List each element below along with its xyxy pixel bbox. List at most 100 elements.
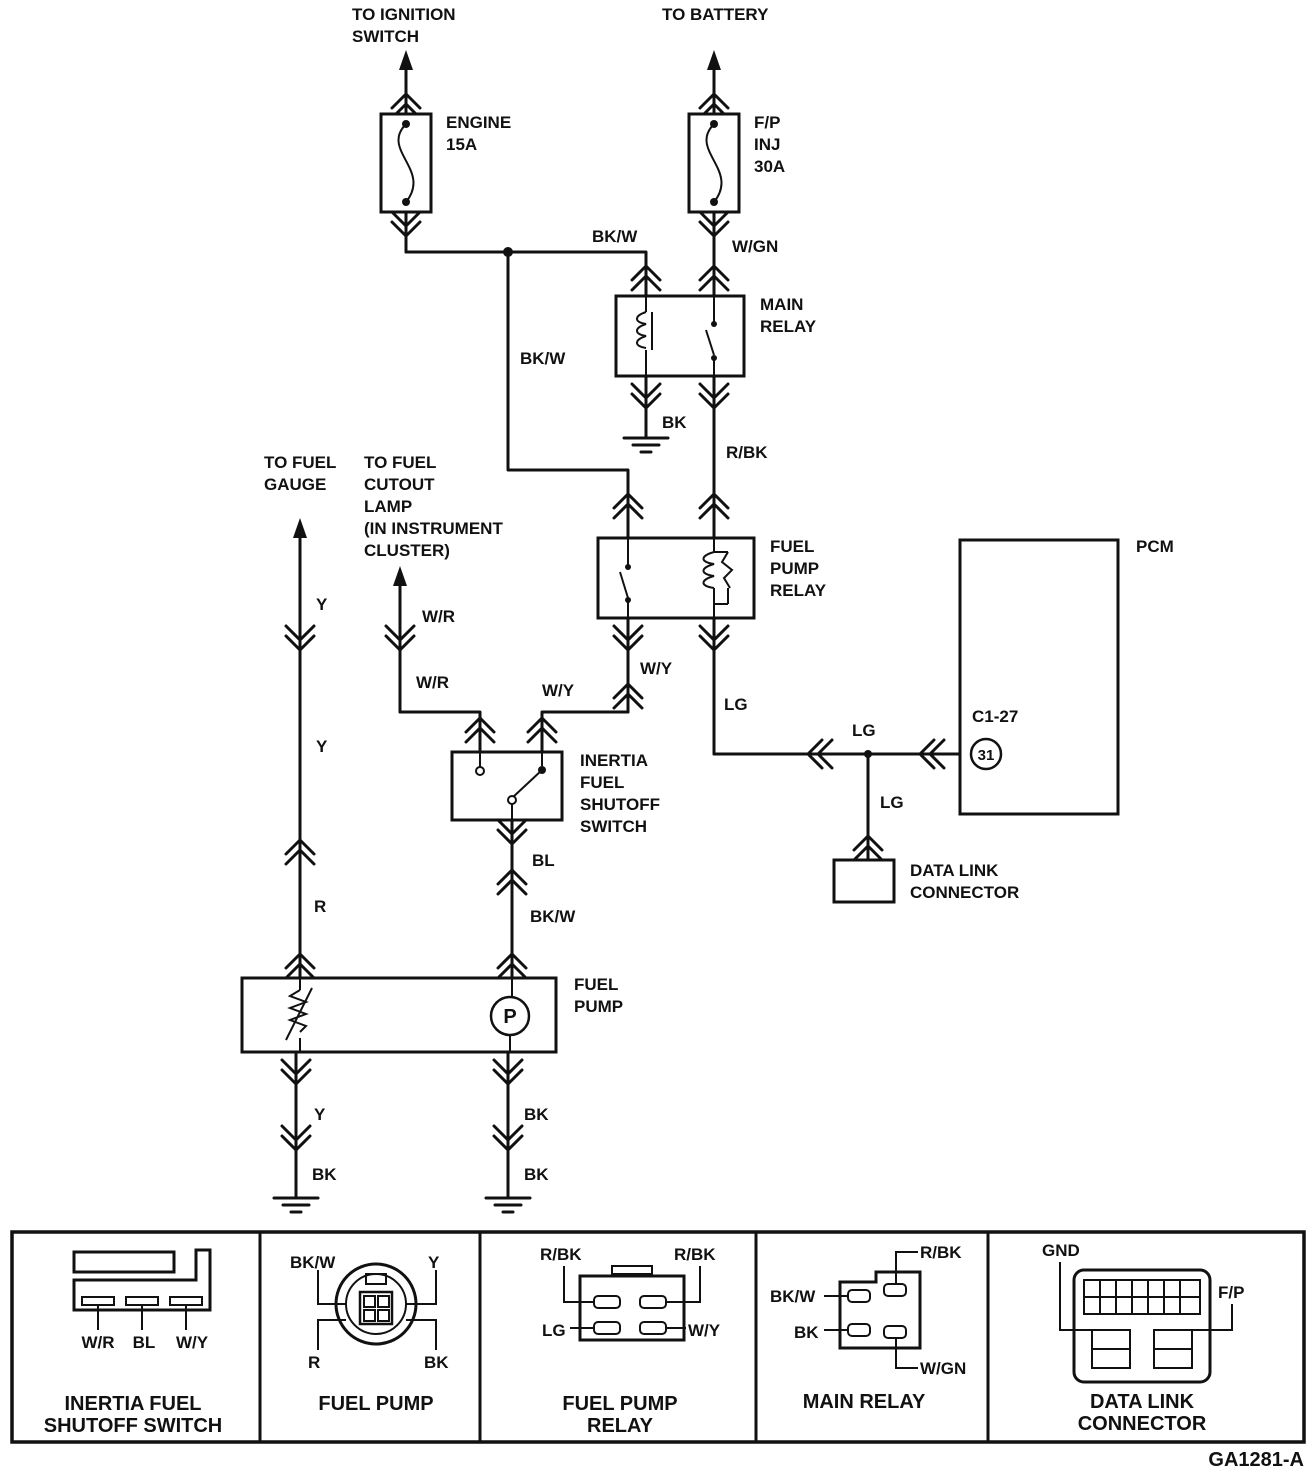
svg-text:BK/W: BK/W [290, 1253, 336, 1272]
svg-text:R/BK: R/BK [920, 1243, 962, 1262]
wire-label-y-upper: Y [316, 595, 328, 614]
svg-text:LG: LG [542, 1321, 566, 1340]
wire-label-lg-dlc: LG [880, 793, 904, 812]
wire-label-bk-gnd-right: BK [524, 1165, 549, 1184]
data-link-connector [832, 858, 896, 904]
legend-fuel-pump: BK/W Y R BK [290, 1253, 449, 1372]
svg-text:30A: 30A [754, 157, 785, 176]
to-fuel-cutout-lamp-label: TO FUEL CUTOUT LAMP (IN INSTRUMENT CLUST… [364, 453, 503, 560]
svg-text:GAUGE: GAUGE [264, 475, 326, 494]
fuel-pump-label: FUEL PUMP [574, 975, 623, 1016]
pump-ground-left [272, 1050, 320, 1214]
svg-text:TO IGNITION: TO IGNITION [352, 5, 456, 24]
svg-text:RELAY: RELAY [770, 581, 827, 600]
svg-text:TO FUEL: TO FUEL [364, 453, 436, 472]
engine-fuse-label: ENGINE 15A [446, 113, 511, 154]
fuel-pump-relay [596, 536, 756, 620]
svg-text:BK: BK [794, 1323, 819, 1342]
inertia-fuel-shutoff-switch [450, 750, 564, 822]
lg-wire [698, 616, 962, 862]
svg-text:FUEL: FUEL [574, 975, 618, 994]
wire-label-lg-junction: LG [852, 721, 876, 740]
inertia-switch-label: INERTIA FUEL SHUTOFF SWITCH [580, 751, 660, 836]
svg-text:CLUSTER): CLUSTER) [364, 541, 450, 560]
svg-text:CONNECTOR: CONNECTOR [910, 883, 1019, 902]
svg-text:W/GN: W/GN [920, 1359, 966, 1378]
legend-main-relay-title: MAIN RELAY [803, 1391, 926, 1413]
main-relay [614, 294, 746, 378]
svg-text:TO FUEL: TO FUEL [264, 453, 336, 472]
svg-text:Y: Y [428, 1253, 440, 1272]
svg-text:PUMP: PUMP [770, 559, 819, 578]
legend-fuel-pump-relay: R/BK R/BK LG W/Y [540, 1245, 721, 1342]
wire-label-y-lower: Y [314, 1105, 326, 1124]
svg-text:SHUTOFF SWITCH: SHUTOFF SWITCH [44, 1415, 223, 1437]
svg-text:LAMP: LAMP [364, 497, 412, 516]
wire-label-wgn: W/GN [732, 237, 778, 256]
legend-fuel-pump-relay-title: FUEL PUMP RELAY [562, 1393, 677, 1437]
legend-inertia-switch: W/R BL W/Y [72, 1248, 212, 1352]
wire-label-bkw-top: BK/W [592, 227, 638, 246]
svg-text:RELAY: RELAY [587, 1415, 654, 1437]
wire-label-wy-left: W/Y [542, 681, 575, 700]
svg-text:F/P: F/P [1218, 1283, 1244, 1302]
wire-label-bkw-pump: BK/W [530, 907, 576, 926]
pump-ground-right [484, 1050, 532, 1214]
fuel-pump: P [240, 976, 558, 1054]
bkw-wire-top [404, 247, 662, 542]
svg-text:INERTIA: INERTIA [580, 751, 648, 770]
pcm-pin-label: C1-27 [972, 707, 1018, 726]
to-ignition-label: TO IGNITION SWITCH [352, 5, 456, 46]
to-battery-label: TO BATTERY [662, 5, 769, 24]
svg-text:W/Y: W/Y [688, 1321, 721, 1340]
wire-label-rbk: R/BK [726, 443, 768, 462]
svg-text:INJ: INJ [754, 135, 780, 154]
svg-text:W/Y: W/Y [176, 1333, 209, 1352]
svg-text:ENGINE: ENGINE [446, 113, 511, 132]
svg-text:15A: 15A [446, 135, 477, 154]
wire-label-bkw-vert: BK/W [520, 349, 566, 368]
wire-label-bl: BL [532, 851, 555, 870]
svg-text:CONNECTOR: CONNECTOR [1078, 1413, 1207, 1435]
to-fuel-gauge-label: TO FUEL GAUGE [264, 453, 336, 494]
main-relay-label: MAIN RELAY [760, 295, 817, 336]
svg-text:R: R [308, 1353, 320, 1372]
fp-inj-fuse [687, 50, 741, 298]
wire-label-wr-lower: W/R [416, 673, 449, 692]
figure-id: GA1281-A [1208, 1449, 1304, 1471]
svg-text:DATA LINK: DATA LINK [910, 861, 999, 880]
wire-label-wy-right: W/Y [640, 659, 673, 678]
svg-text:(IN INSTRUMENT: (IN INSTRUMENT [364, 519, 503, 538]
svg-text:FUEL: FUEL [770, 537, 814, 556]
legend-data-link-title: DATA LINK CONNECTOR [1078, 1391, 1207, 1435]
svg-text:CUTOUT: CUTOUT [364, 475, 435, 494]
wire-label-r: R [314, 897, 326, 916]
svg-text:R/BK: R/BK [674, 1245, 716, 1264]
pcm: 31 [958, 538, 1120, 816]
svg-text:BK/W: BK/W [770, 1287, 816, 1306]
fuel-pump-relay-label: FUEL PUMP RELAY [770, 537, 827, 600]
fp-inj-fuse-label: F/P INJ 30A [754, 113, 785, 176]
svg-text:SHUTOFF: SHUTOFF [580, 795, 660, 814]
svg-text:RELAY: RELAY [760, 317, 817, 336]
pcm-pin-number: 31 [978, 747, 995, 764]
svg-text:SWITCH: SWITCH [352, 27, 419, 46]
wire-label-bk-gnd-left: BK [312, 1165, 337, 1184]
svg-text:DATA LINK: DATA LINK [1090, 1391, 1195, 1413]
svg-text:FUEL PUMP: FUEL PUMP [562, 1393, 677, 1415]
y-wire [284, 518, 316, 982]
legend-main-relay: R/BK BK/W BK W/GN [770, 1243, 966, 1378]
svg-text:W/R: W/R [81, 1333, 114, 1352]
connector-legend [10, 1230, 1306, 1444]
main-relay-ground [622, 374, 670, 454]
svg-text:FUEL: FUEL [580, 773, 624, 792]
svg-text:INERTIA FUEL: INERTIA FUEL [64, 1393, 201, 1415]
legend-inertia-title: INERTIA FUEL SHUTOFF SWITCH [44, 1393, 223, 1437]
wire-label-wr-upper: W/R [422, 607, 455, 626]
bl-wire [496, 818, 528, 982]
svg-text:SWITCH: SWITCH [580, 817, 647, 836]
wire-label-bk-pump: BK [524, 1105, 549, 1124]
legend-data-link: GND F/P [1042, 1241, 1244, 1384]
engine-fuse [379, 50, 433, 254]
